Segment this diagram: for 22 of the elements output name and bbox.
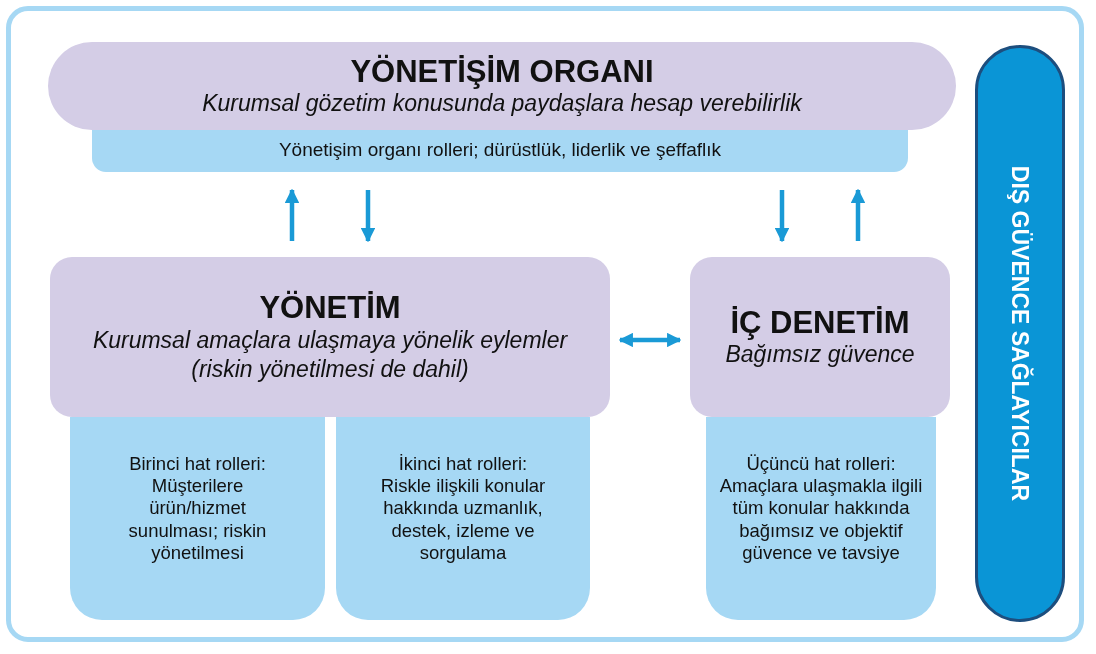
box-heading: İÇ DENETİM (730, 304, 910, 341)
box-heading: YÖNETİM (259, 290, 401, 327)
arrow (360, 190, 376, 243)
function-box (50, 257, 610, 417)
arrow (774, 190, 790, 243)
roles-text: Üçüncü hat rolleri: Amaçlara ulaşmakla ilgili tüm konular hakkında bağımsız ve objektif güvence ve tavsiye (718, 453, 924, 564)
arrow (618, 332, 682, 348)
roles-text: Yönetişim organı rolleri; dürüstlük, liderlik ve şeffaflık (278, 139, 722, 161)
arrow (850, 188, 866, 241)
roles-box (706, 417, 936, 620)
roles-text: İkinci hat rolleri: Riskle ilişkili konular hakkında uzmanlık, destek, izleme ve sorgulama (380, 453, 546, 564)
roles-band (92, 128, 908, 172)
roles-text: Birinci hat rolleri: Müşterilere ürün/hizmet sunulması; riskin yönetilmesi (127, 453, 268, 564)
function-box (690, 257, 950, 417)
roles-box (70, 417, 325, 620)
arrow (284, 188, 300, 241)
side-bar-label: DIŞ GÜVENCE SAĞLAYICILAR (1006, 165, 1034, 502)
box-subtitle: Kurumsal gözetim konusunda paydaşlara hesap verebilirlik (202, 89, 802, 119)
box-subtitle: Bağımsız güvence (725, 340, 915, 370)
roles-box (336, 417, 590, 620)
box-heading: YÖNETİŞİM ORGANI (350, 53, 654, 90)
box-subtitle: Kurumsal amaçlara ulaşmaya yönelik eylemler (riskin yönetilmesi de dahil) (91, 326, 569, 384)
